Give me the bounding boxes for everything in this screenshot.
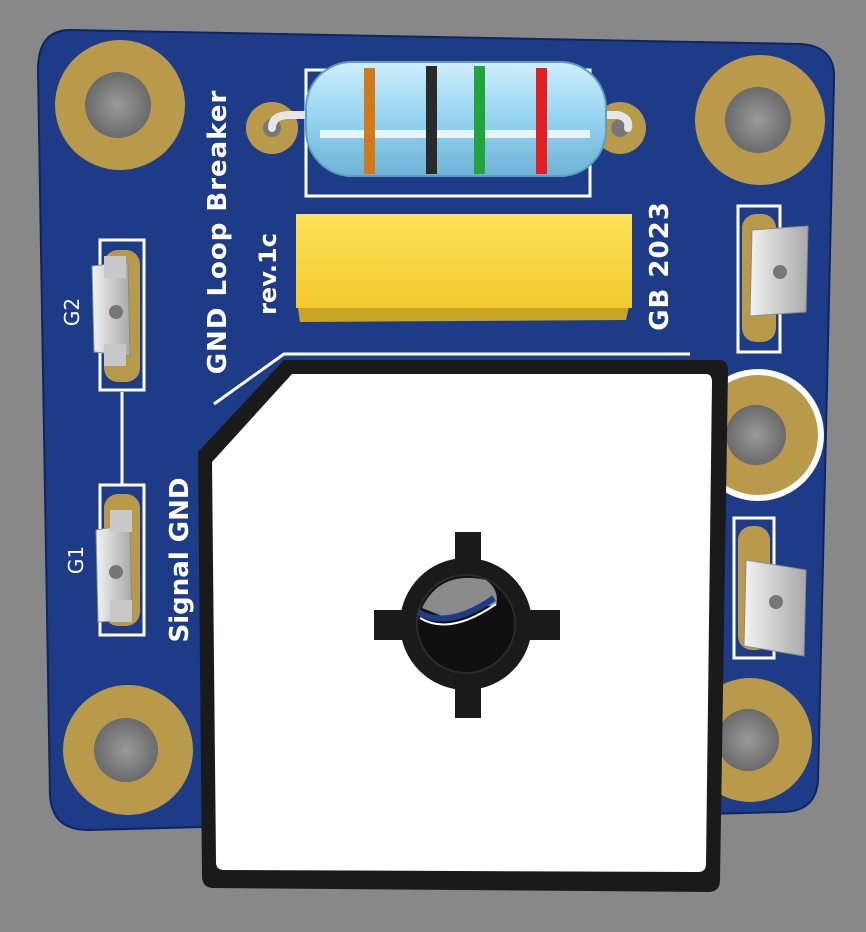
bridge-rectifier [198,360,728,892]
mounting-hole-bottom-left [63,685,193,815]
signal-gnd-label: Signal GND [165,477,195,643]
board-credit: GB 2023 [645,201,675,331]
mounting-hole-top-right [695,55,825,185]
fuse-component [296,214,632,322]
resistor-lead-right [586,111,633,132]
g1-tab-footprint [95,483,146,637]
g2-label: G2 [60,297,84,327]
bridge-silk-outline [213,352,690,406]
board-title-line1: GND Loop Breaker [203,89,233,375]
resistor-lead-left [268,111,324,132]
mounting-hole-top-left [55,40,185,170]
g1-label: G1 [64,545,88,575]
resistor [305,61,607,177]
board-revision: rev.1c [254,233,282,315]
g2-tab-footprint [91,238,146,392]
right-tab-top-footprint [736,204,809,354]
right-tab-bottom-footprint [732,516,807,660]
